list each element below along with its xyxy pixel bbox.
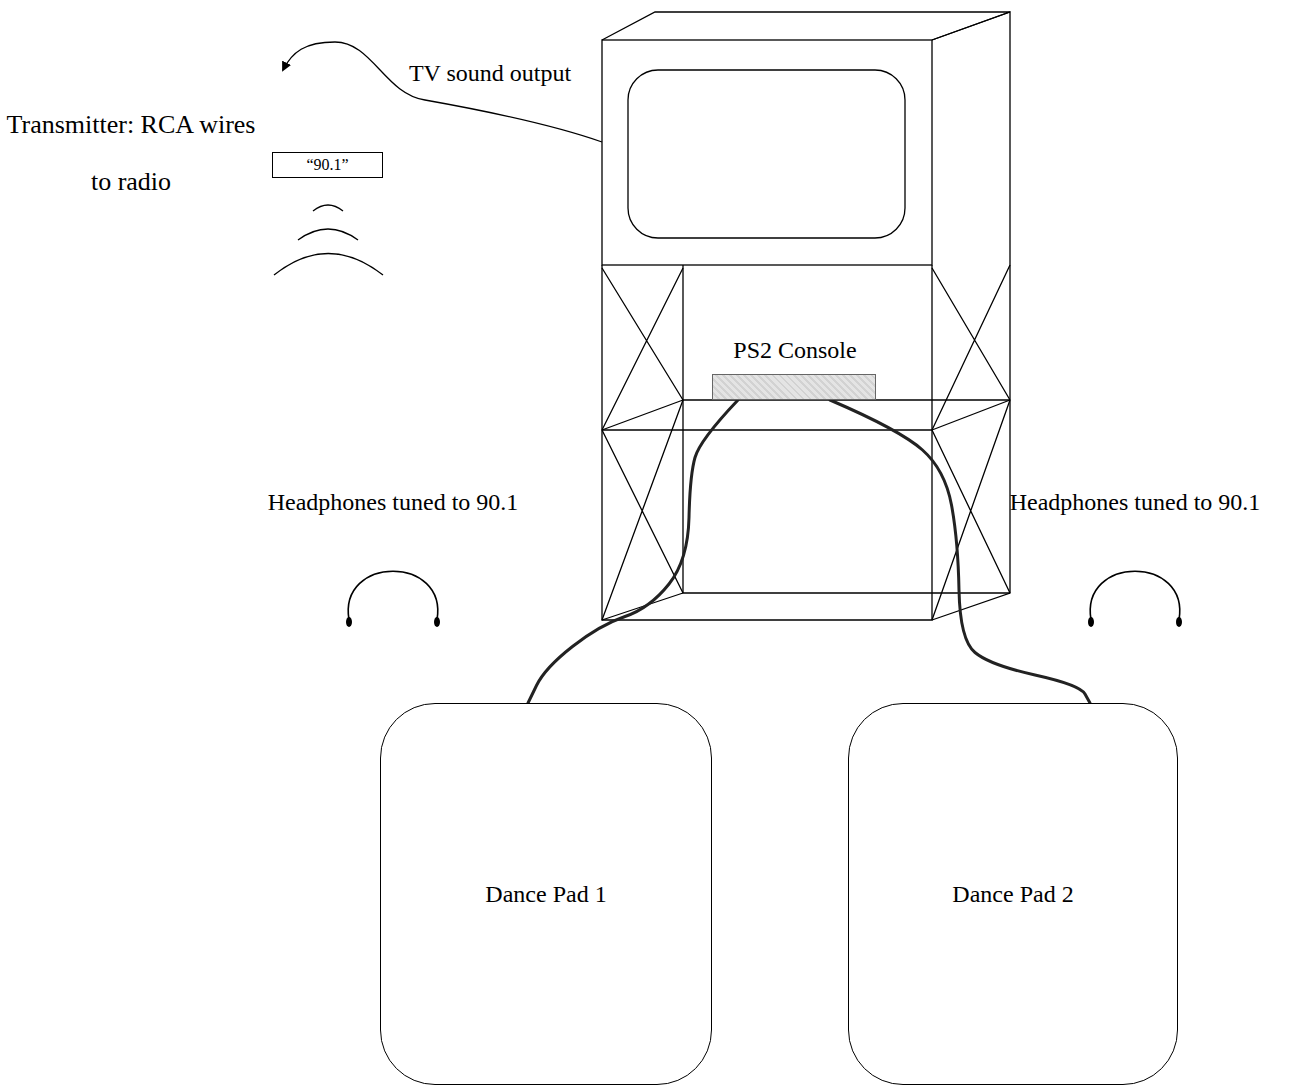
- console-heading: PS2 Console: [645, 335, 945, 365]
- frequency-text: “90.1”: [302, 155, 352, 174]
- dance-pad: Dance Pad 1: [380, 703, 712, 1085]
- audio-wire: [283, 42, 602, 142]
- tv-cabinet: [602, 12, 1010, 620]
- controller-cable: [830, 400, 1090, 703]
- pad-label: Dance Pad 2: [948, 880, 1077, 909]
- tv-screen: [628, 70, 905, 238]
- dance-pad: Dance Pad 2: [848, 703, 1178, 1085]
- pad-label: Dance Pad 1: [481, 880, 610, 909]
- headphones-label: Headphones tuned to 90.1: [1005, 487, 1265, 517]
- headphones-label: Headphones tuned to 90.1: [263, 487, 523, 517]
- ear-cups: [346, 617, 1182, 627]
- transmitter-heading: Transmitter: RCA wires to radio: [6, 96, 256, 210]
- transmitter-box: Transmitter: RCA wires to radio“90.1”: [272, 152, 383, 178]
- radio-waves: [274, 205, 383, 275]
- wire-label: TV sound output: [395, 58, 585, 88]
- headphones-icon: [348, 571, 1180, 620]
- controller-cable: [528, 400, 738, 703]
- console-box: PS2 Console: [712, 374, 876, 400]
